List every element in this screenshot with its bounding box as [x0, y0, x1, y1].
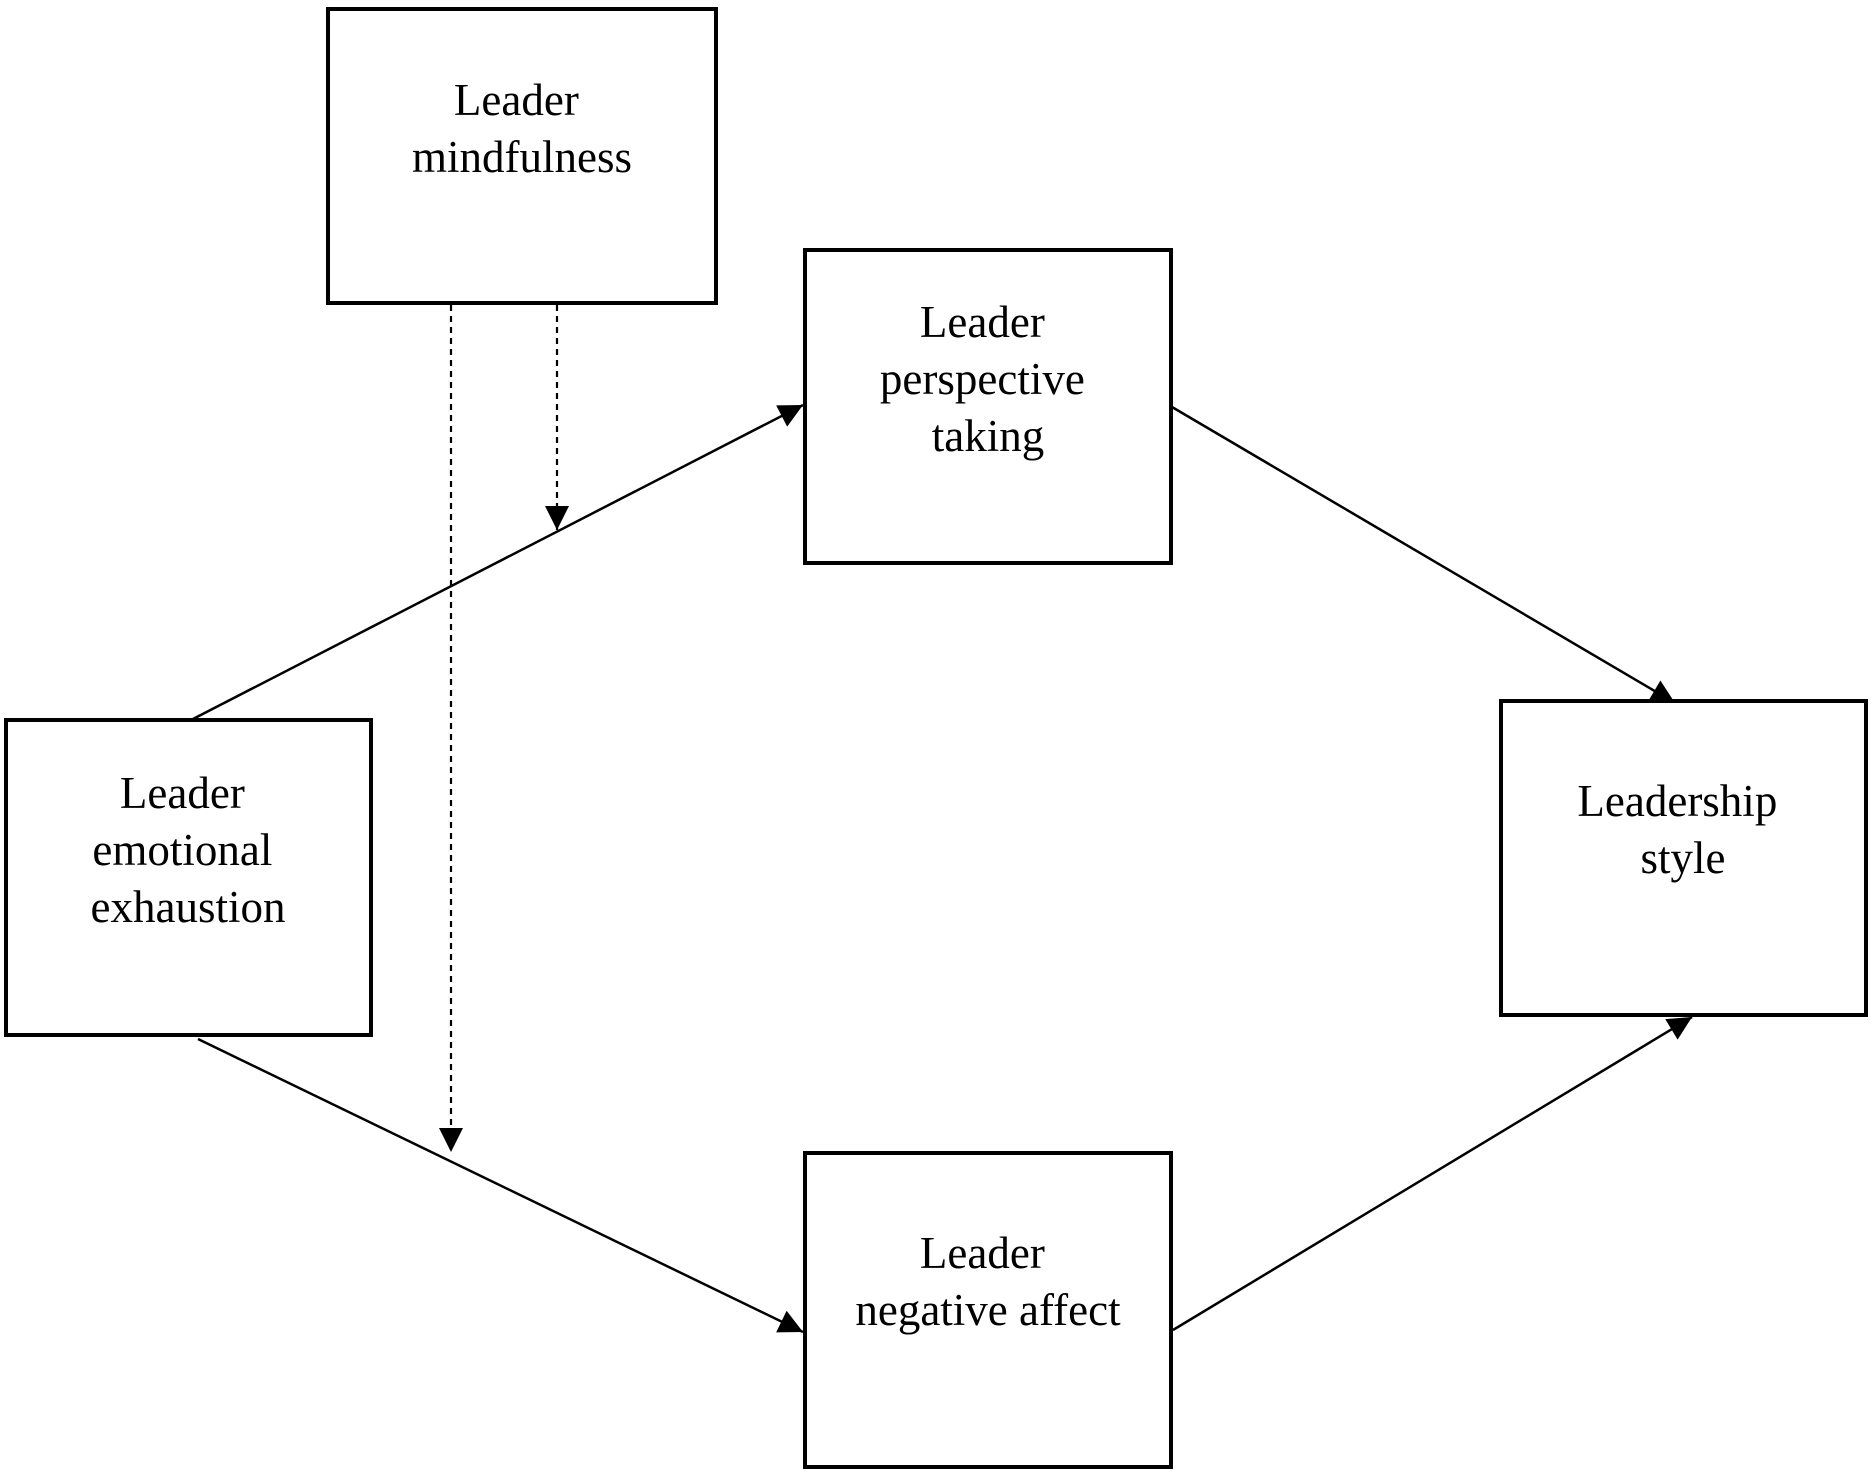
- edge-negative-affect-to-leadership-style: [1172, 1015, 1693, 1332]
- node-label-line: mindfulness: [412, 132, 632, 182]
- node-label-line: Leader: [920, 1228, 1045, 1278]
- edge-exhaustion-to-perspective-taking: [192, 403, 804, 721]
- node-box: [4, 718, 373, 1037]
- edge-perspective-taking-to-leadership-style: [1171, 405, 1676, 705]
- edges: [192, 305, 1693, 1334]
- svg-text:Leader mindfulness: Leader mindfulness: [412, 75, 632, 182]
- node-label-line: style: [1641, 833, 1726, 883]
- node-leader-mindfulness: Leader mindfulness: [326, 7, 718, 305]
- node-leadership-style: Leadership style: [1499, 699, 1868, 1017]
- node-label-line: Leader: [120, 768, 245, 818]
- node-box: [326, 7, 718, 305]
- node-box: [1499, 699, 1868, 1017]
- node-leader-perspective-taking: Leader perspective taking: [803, 248, 1173, 565]
- svg-text:Leader perspective: Leader perspective taking: [880, 297, 1096, 461]
- node-label-line: perspective: [880, 354, 1085, 404]
- node-label-line: taking: [932, 411, 1044, 461]
- svg-text:Leadership style: Leadership style: [1577, 776, 1788, 883]
- svg-text:Leader negative affect: Leader negative affect: [855, 1228, 1121, 1335]
- node-box: [803, 248, 1173, 565]
- node-label-line: exhaustion: [91, 882, 286, 932]
- node-label-line: negative affect: [855, 1285, 1121, 1335]
- node-leader-negative-affect: Leader negative affect: [803, 1151, 1173, 1469]
- svg-text:Leader emotional e: Leader emotional exhaustion: [91, 768, 286, 932]
- node-leader-emotional-exhaustion: Leader emotional exhaustion: [4, 718, 373, 1037]
- node-label-line: Leadership: [1577, 776, 1777, 826]
- node-label-line: Leader: [454, 75, 579, 125]
- node-box: [803, 1151, 1173, 1469]
- node-label-line: emotional: [92, 825, 272, 875]
- edge-exhaustion-to-negative-affect: [197, 1037, 804, 1334]
- node-label-line: Leader: [920, 297, 1045, 347]
